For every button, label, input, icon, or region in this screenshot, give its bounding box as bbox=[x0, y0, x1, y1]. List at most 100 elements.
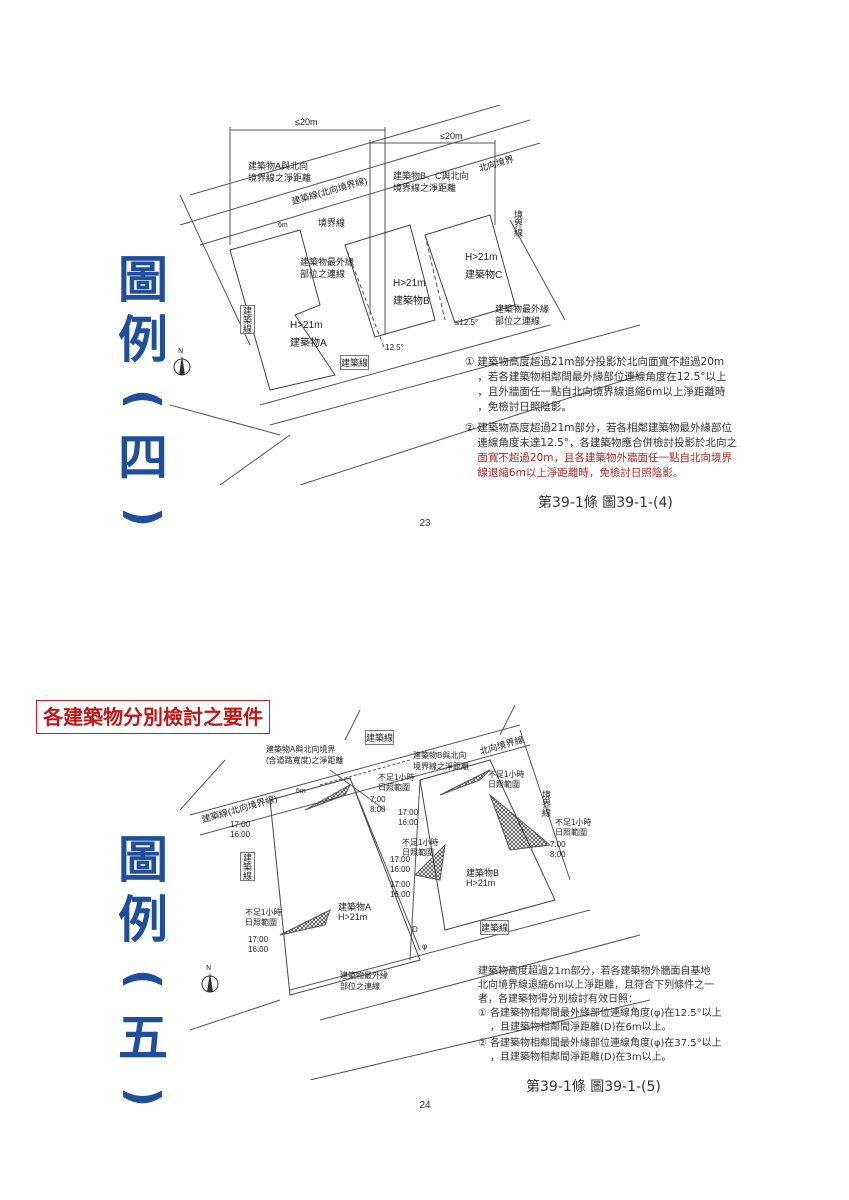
svg-text:N: N bbox=[178, 347, 183, 355]
page-number-24: 24 bbox=[419, 1100, 431, 1111]
fig5-label-under-1h-2: 不足1小時 日照範圍 bbox=[488, 770, 525, 789]
fig5-label-d: D bbox=[412, 925, 418, 934]
fig5-notes: 建築物高度超過21m部分，若各建築物外牆面自基地 北向境界線退縮6m以上淨距離，… bbox=[478, 965, 768, 1065]
fig4-building-c bbox=[424, 214, 516, 324]
fig5-note-2-line: 各建築物相鄰間最外緣部位連線角度(φ)在37.5°以上 bbox=[489, 1038, 722, 1049]
fig5-diagram bbox=[179, 704, 651, 1080]
fig5-label-under-1h-4: 不足1小時 日照範圍 bbox=[555, 818, 592, 837]
fig5-label-time-7: 17:00 16:00 bbox=[248, 935, 269, 954]
fig4-note-1-num: ① bbox=[465, 356, 475, 368]
fig4-title-paren-open: ( bbox=[118, 388, 169, 410]
fig4-title-number: 四 bbox=[118, 429, 168, 487]
fig4-note-2-line: 面寬不超過20m，且各建築物外牆面任一點自北向境界 bbox=[477, 452, 733, 464]
fig5-angle-line bbox=[409, 779, 421, 961]
fig5-label-building-b: 建築物B bbox=[466, 868, 500, 878]
fig5-boundary-line bbox=[519, 729, 571, 881]
fig5-angle-line bbox=[349, 777, 421, 951]
fig4-label-outer-line: 建築物最外緣 部位之連線 bbox=[300, 257, 355, 279]
fig4-label-building-b: 建築物B bbox=[393, 296, 430, 307]
fig4-title-paren-close: ) bbox=[118, 506, 169, 528]
fig5-note-2-num: ② bbox=[478, 1038, 487, 1049]
fig5-shadow-area bbox=[488, 793, 552, 851]
fig5-ray bbox=[319, 759, 411, 786]
fig5-label-b-distance: 建築物B與北向 境界線之淨距離 bbox=[413, 751, 469, 771]
fig4-label-angle-1: ≤12.5° bbox=[455, 318, 479, 327]
fig5-title-number: 五 bbox=[118, 1009, 168, 1067]
fig4-note-1: ① 建築物高度超過21m部分投影於北向面寬不超過20m ，若各建築物相鄰間最外緣… bbox=[465, 355, 745, 415]
fig4-road-line bbox=[179, 194, 251, 346]
fig5-road-line bbox=[189, 724, 521, 816]
fig5-label-boundary-vertical: 境界線 bbox=[541, 790, 551, 817]
fig5-label-building-line-vertical: 建築線 bbox=[240, 852, 255, 881]
fig4-label-building-line: 建築線 bbox=[340, 355, 370, 370]
fig5-note-2-line: ，且建築物相鄰間淨距離(D)在3m以上。 bbox=[489, 1052, 672, 1063]
fig5-notes-intro-line: 建築物高度超過21m部分，若各建築物外牆面自基地 bbox=[478, 966, 711, 977]
fig5-building-a bbox=[269, 777, 421, 996]
page-number-23: 23 bbox=[419, 518, 431, 529]
fig4-label-a-distance: 建築物A與北向 境界線之淨距離 bbox=[248, 161, 312, 183]
fig4-note-1-line: ，免檢討日照陰影。 bbox=[477, 401, 572, 413]
fig4-road-line bbox=[219, 434, 291, 485]
fig5-road-line bbox=[289, 909, 591, 991]
fig5-caption: 第39-1條 圖39-1-(5) bbox=[526, 1079, 661, 1095]
fig4-note-1-line: ，若各建築物相鄰間最外緣部位連線角度在12.5°以上 bbox=[477, 371, 727, 383]
fig4-note-2-line: 建築物高度超過21m部分，若各相鄰建築物最外緣部位 bbox=[477, 422, 733, 434]
svg-text:N: N bbox=[206, 964, 211, 972]
fig5-label-time-6: 17:00 16:00 bbox=[390, 855, 411, 874]
fig4-road-line bbox=[259, 324, 551, 406]
fig4-label-building-a: 建築物A bbox=[290, 338, 327, 349]
fig4-label-bc-distance: 建築物B、C與北向 境界線之淨距離 bbox=[393, 171, 469, 193]
fig5-title-paren-close: ) bbox=[118, 1086, 169, 1108]
fig5-shadow-area bbox=[413, 843, 446, 881]
fig4-note-2: ② 建築物高度超過21m部分，若各相鄰建築物最外緣部位 連線角度未達12.5°，… bbox=[465, 421, 745, 481]
fig5-road-line bbox=[344, 709, 361, 741]
fig4-note-2-num: ② bbox=[465, 422, 475, 434]
fig4-title-char-2: 例 bbox=[118, 311, 168, 369]
fig4-dim-label-2: ≤20m bbox=[440, 131, 463, 141]
fig4-label-height-a: H>21m bbox=[290, 320, 323, 331]
fig4-label-outer-line-2: 建築物最外緣 部位之連線 bbox=[495, 304, 550, 326]
fig5-label-height-b: H>21m bbox=[466, 878, 496, 888]
fig5-title-char-1: 圖 bbox=[118, 831, 168, 889]
fig5-road-line bbox=[319, 934, 641, 1021]
fig4-label-building-line-vertical: 建築線 bbox=[240, 305, 255, 334]
fig4-road-line bbox=[179, 119, 531, 226]
fig5-label-building-line: 建築線 bbox=[480, 920, 510, 935]
fig4-outer-connector bbox=[424, 234, 446, 321]
fig4-road-line bbox=[299, 374, 641, 485]
fig4-label-6m: 6m bbox=[278, 222, 288, 229]
fig5-road-line bbox=[499, 704, 516, 736]
fig4-diagram bbox=[170, 105, 641, 485]
fig5-note-1-line: ，且建築物相鄰間淨距離(D)在6m以上。 bbox=[489, 1022, 672, 1033]
fig5-label-height-a: H>21m bbox=[338, 912, 368, 922]
fig5-label-a-distance: 建築物A與北向境界 (含道路寬度)之淨距離 bbox=[266, 745, 344, 765]
fig5-building-b bbox=[419, 759, 556, 931]
fig4-building-b bbox=[344, 224, 436, 338]
fig5-label-building-line-top: 建築線 bbox=[365, 730, 395, 745]
fig5-label-under-1h-1: 不足1小時 日照範圍 bbox=[378, 773, 415, 792]
fig5-note-1: ① 各建築物相鄰間最外緣部位連線角度(φ)在12.5°以上 ，且建築物相鄰間淨距… bbox=[478, 1007, 768, 1035]
fig5-notes-intro-line: 北向境界線退縮6m以上淨距離，且符合下列條件之一 bbox=[478, 980, 715, 991]
fig5-label-building-a: 建築物A bbox=[338, 902, 372, 912]
fig5-note-1-line: 各建築物相鄰間最外緣部位連線角度(φ)在12.5°以上 bbox=[489, 1008, 722, 1019]
fig4-road-line bbox=[269, 324, 641, 426]
fig5-notes-intro-line: 者，各建築物得分別檢討有效日照： bbox=[478, 994, 638, 1005]
fig4-note-2-line: 線退縮6m以上淨距離時，免檢討日照陰影。 bbox=[477, 467, 684, 479]
fig4-label-height-c: H>21m bbox=[465, 252, 498, 263]
fig5-title-char-2: 例 bbox=[118, 891, 168, 949]
fig5-label-time-3: 7:00 8:00 bbox=[550, 840, 566, 859]
fig5-label-outer-line: 建築物最外緣 部位之連線 bbox=[340, 971, 388, 991]
fig5-label-6m: 6m bbox=[296, 788, 306, 795]
fig5-label-phi: φ bbox=[422, 942, 428, 951]
fig4-note-1-line: 建築物高度超過21m部分投影於北向面寬不超過20m bbox=[477, 356, 725, 368]
fig4-notes: ① 建築物高度超過21m部分投影於北向面寬不超過20m ，若各建築物相鄰間最外緣… bbox=[465, 355, 745, 481]
fig5-note-1-num: ① bbox=[478, 1008, 487, 1019]
fig4-title-char-1: 圖 bbox=[118, 251, 168, 309]
fig4-dim-label-1: ≤20m bbox=[295, 117, 318, 127]
fig4-outer-connector bbox=[344, 244, 386, 351]
fig5-label-time-4: 17:00 16:00 bbox=[398, 808, 419, 827]
fig4-label-building-c: 建築物C bbox=[465, 270, 503, 281]
fig4-north-arrow-icon: N bbox=[172, 345, 192, 381]
fig5-note-2: ② 各建築物相鄰間最外緣部位連線角度(φ)在37.5°以上 ，且建築物相鄰間淨距… bbox=[478, 1037, 768, 1065]
fig5-label-time-2: 17:00 16:00 bbox=[230, 820, 251, 839]
